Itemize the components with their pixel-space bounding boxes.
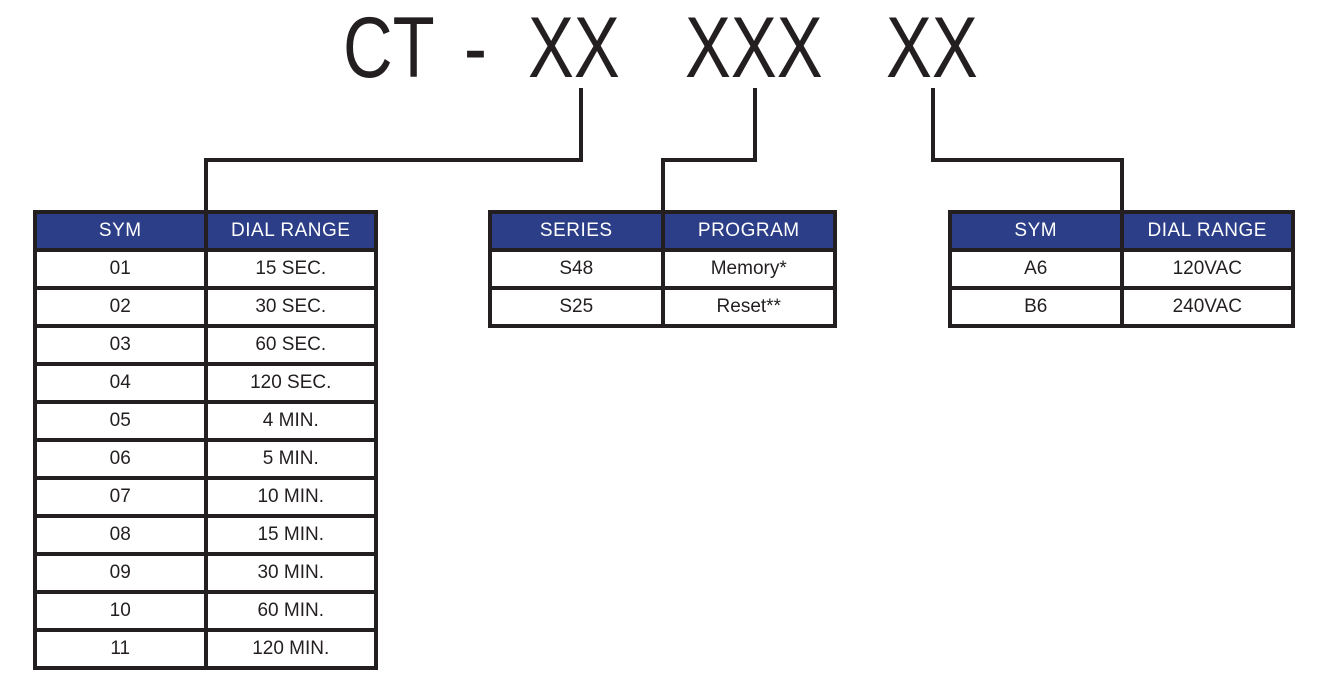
table-row: 02 30 SEC. [33, 286, 378, 328]
series-program-table: SERIES PROGRAM S48 Memory* S25 Reset** [488, 210, 837, 328]
table-cell: 120VAC [1119, 248, 1295, 290]
table-row: S25 Reset** [488, 286, 837, 328]
connector-3-horizontal-line [931, 158, 1124, 162]
table-row: 10 60 MIN. [33, 590, 378, 632]
column-header-sym: SYM [948, 210, 1124, 252]
table-cell: 10 MIN. [203, 476, 378, 518]
table-cell: 120 SEC. [203, 362, 378, 404]
table-cell: 08 [33, 514, 208, 556]
column-header-program: PROGRAM [660, 210, 837, 252]
table-row: S48 Memory* [488, 248, 837, 290]
dial-range-table: SYM DIAL RANGE 01 15 SEC. 02 30 SEC. 03 … [33, 210, 378, 670]
table-cell: B6 [948, 286, 1124, 328]
table-row: 07 10 MIN. [33, 476, 378, 518]
table-cell: 02 [33, 286, 208, 328]
table-cell: 30 SEC. [203, 286, 378, 328]
table-cell: 30 MIN. [203, 552, 378, 594]
connector-1-horizontal-line [204, 158, 583, 162]
table-cell: 15 MIN. [203, 514, 378, 556]
column-header-sym: SYM [33, 210, 208, 252]
title-segment-dial-xx: XX [528, 0, 620, 96]
table-row: 11 120 MIN. [33, 628, 378, 670]
table-row: A6 120VAC [948, 248, 1295, 290]
title-segment-voltage-xx: XX [886, 0, 978, 96]
table-cell: 11 [33, 628, 208, 670]
title-segment-hyphen: - [464, 0, 487, 96]
table-cell: 240VAC [1119, 286, 1295, 328]
column-header-series: SERIES [488, 210, 665, 252]
connector-1-drop-line [579, 88, 583, 162]
table-cell: 15 SEC. [203, 248, 378, 290]
table-cell: 4 MIN. [203, 400, 378, 442]
table-row: 09 30 MIN. [33, 552, 378, 594]
table-cell: 60 SEC. [203, 324, 378, 366]
table-row: 03 60 SEC. [33, 324, 378, 366]
voltage-table: SYM DIAL RANGE A6 120VAC B6 240VAC [948, 210, 1295, 328]
table-cell: 04 [33, 362, 208, 404]
column-header-dial-range: DIAL RANGE [203, 210, 378, 252]
table-cell: 09 [33, 552, 208, 594]
title-segment-series-xxx: XXX [685, 0, 823, 96]
table-cell: 10 [33, 590, 208, 632]
table-row: B6 240VAC [948, 286, 1295, 328]
connector-1-table-line [204, 158, 208, 212]
table-cell: 120 MIN. [203, 628, 378, 670]
table-cell: 06 [33, 438, 208, 480]
table-cell: 05 [33, 400, 208, 442]
table-cell: 01 [33, 248, 208, 290]
table-cell: Reset** [660, 286, 837, 328]
table-cell: S48 [488, 248, 665, 290]
table-cell: Memory* [660, 248, 837, 290]
table-row: 08 15 MIN. [33, 514, 378, 556]
column-header-dial-range: DIAL RANGE [1119, 210, 1295, 252]
table-row: 06 5 MIN. [33, 438, 378, 480]
table-cell: S25 [488, 286, 665, 328]
table-header-row: SYM DIAL RANGE [33, 210, 378, 252]
table-row: 01 15 SEC. [33, 248, 378, 290]
connector-2-table-line [661, 158, 665, 212]
table-cell: A6 [948, 248, 1124, 290]
table-header-row: SERIES PROGRAM [488, 210, 837, 252]
connector-2-drop-line [753, 88, 757, 162]
table-header-row: SYM DIAL RANGE [948, 210, 1295, 252]
table-cell: 5 MIN. [203, 438, 378, 480]
connector-3-drop-line [931, 88, 935, 162]
title-segment-prefix: CT [343, 0, 435, 96]
table-row: 05 4 MIN. [33, 400, 378, 442]
table-cell: 60 MIN. [203, 590, 378, 632]
connector-2-horizontal-line [661, 158, 757, 162]
table-cell: 07 [33, 476, 208, 518]
table-cell: 03 [33, 324, 208, 366]
connector-3-table-line [1120, 158, 1124, 212]
table-row: 04 120 SEC. [33, 362, 378, 404]
